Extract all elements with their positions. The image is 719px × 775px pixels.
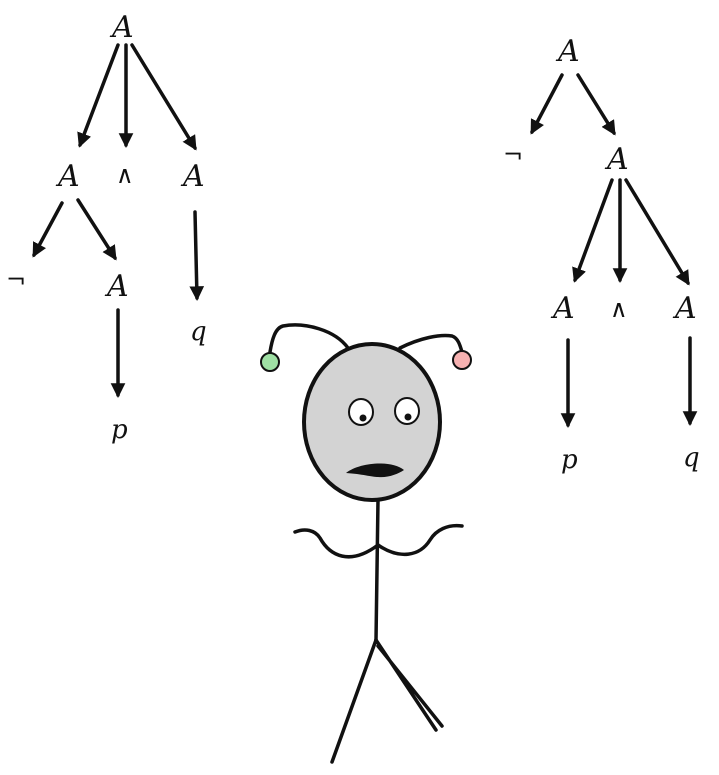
- node-r-root: A: [555, 34, 580, 69]
- right-antenna-bulb: [452, 350, 472, 370]
- left-arm: [293, 528, 380, 559]
- torso: [374, 498, 380, 642]
- edge-r-a1-a3: [624, 178, 690, 286]
- right-parse-tree: A ¬ A A ∧ A p q: [503, 34, 700, 475]
- left-leg: [330, 638, 378, 764]
- node-r-a1: A: [604, 142, 629, 177]
- edge-l-a2-q: [189, 210, 205, 301]
- node-l-root: A: [109, 10, 134, 45]
- node-l-a3: A: [104, 269, 129, 304]
- edge-l-root-a1: [77, 43, 120, 148]
- node-l-q: q: [190, 317, 207, 347]
- edge-r-root-a1: [576, 73, 616, 136]
- node-l-p: p: [111, 415, 128, 445]
- edge-r-root-neg: [530, 73, 564, 135]
- right-eye: [394, 397, 420, 425]
- edge-l-a1-a3: [76, 198, 117, 261]
- edge-l-a1-neg: [32, 201, 64, 258]
- head: [302, 342, 442, 502]
- left-parse-tree: A A ∧ A ¬ A q p: [6, 10, 207, 445]
- left-eye: [348, 398, 374, 426]
- right-arm: [376, 523, 464, 557]
- left-antenna-stalk: [268, 323, 350, 354]
- node-r-neg: ¬: [503, 141, 523, 169]
- mouth: [346, 463, 404, 478]
- left-antenna-bulb: [260, 352, 280, 372]
- node-l-and: ∧: [116, 161, 134, 189]
- edge-l-root-a2: [130, 43, 197, 151]
- node-r-p: p: [561, 445, 578, 475]
- confused-stick-figure: [260, 323, 472, 764]
- right-leg: [374, 638, 444, 732]
- node-l-a1: A: [55, 159, 80, 194]
- node-r-and: ∧: [610, 295, 628, 323]
- node-l-neg: ¬: [6, 266, 26, 294]
- right-antenna-stalk: [398, 333, 464, 354]
- node-r-a2: A: [550, 291, 575, 326]
- edge-r-a1-a2: [572, 178, 614, 283]
- node-r-q: q: [683, 443, 700, 473]
- node-l-a2: A: [180, 159, 205, 194]
- node-r-a3: A: [672, 291, 697, 326]
